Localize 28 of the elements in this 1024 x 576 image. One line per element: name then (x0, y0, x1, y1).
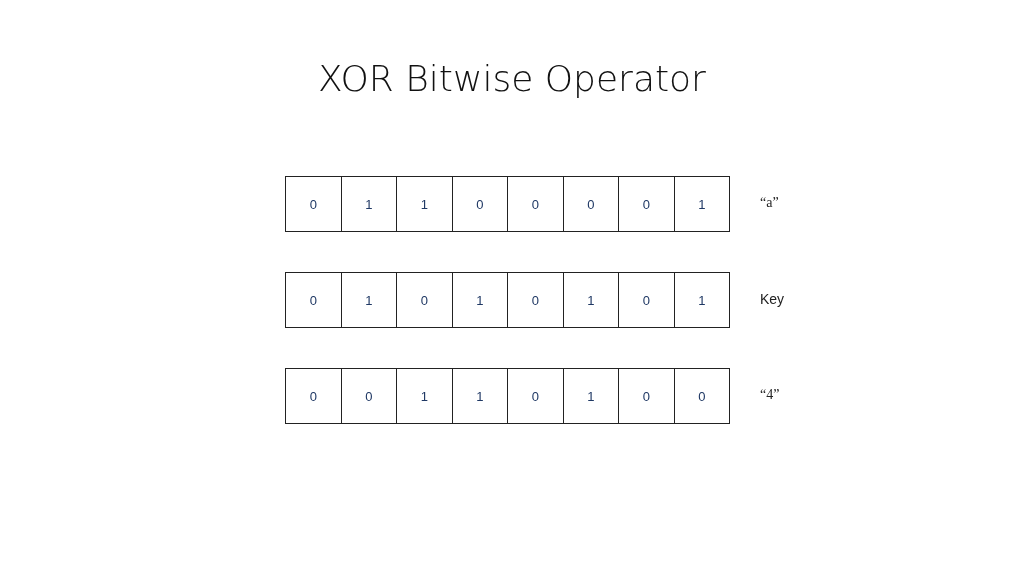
bit-cell: 1 (673, 272, 730, 328)
bit-cell: 0 (396, 272, 453, 328)
bit-cell: 1 (562, 368, 619, 424)
bit-cell: 0 (673, 368, 730, 424)
bit-cell: 0 (507, 176, 564, 232)
bit-cell: 0 (618, 272, 675, 328)
bit-cell: 1 (673, 176, 730, 232)
bit-cell: 1 (562, 272, 619, 328)
bit-cell: 1 (340, 176, 397, 232)
bit-cell: 0 (507, 368, 564, 424)
bit-cell: 0 (285, 272, 342, 328)
bit-cell: 0 (507, 272, 564, 328)
bit-cell: 0 (618, 176, 675, 232)
row-label: Key (760, 291, 785, 307)
bit-cell: 0 (285, 368, 342, 424)
bit-cell: 1 (451, 272, 508, 328)
bit-cell: 1 (340, 272, 397, 328)
bit-cell: 0 (562, 176, 619, 232)
bit-cell: 0 (340, 368, 397, 424)
bit-cell: 1 (396, 176, 453, 232)
bit-cell: 1 (396, 368, 453, 424)
bit-cell: 0 (285, 176, 342, 232)
bit-cell: 0 (618, 368, 675, 424)
bit-cell: 0 (451, 176, 508, 232)
row-label: “a” (760, 195, 779, 211)
bit-cell: 1 (451, 368, 508, 424)
title: XOR Bitwise Operator (317, 58, 707, 99)
row-label: “4” (760, 387, 780, 403)
